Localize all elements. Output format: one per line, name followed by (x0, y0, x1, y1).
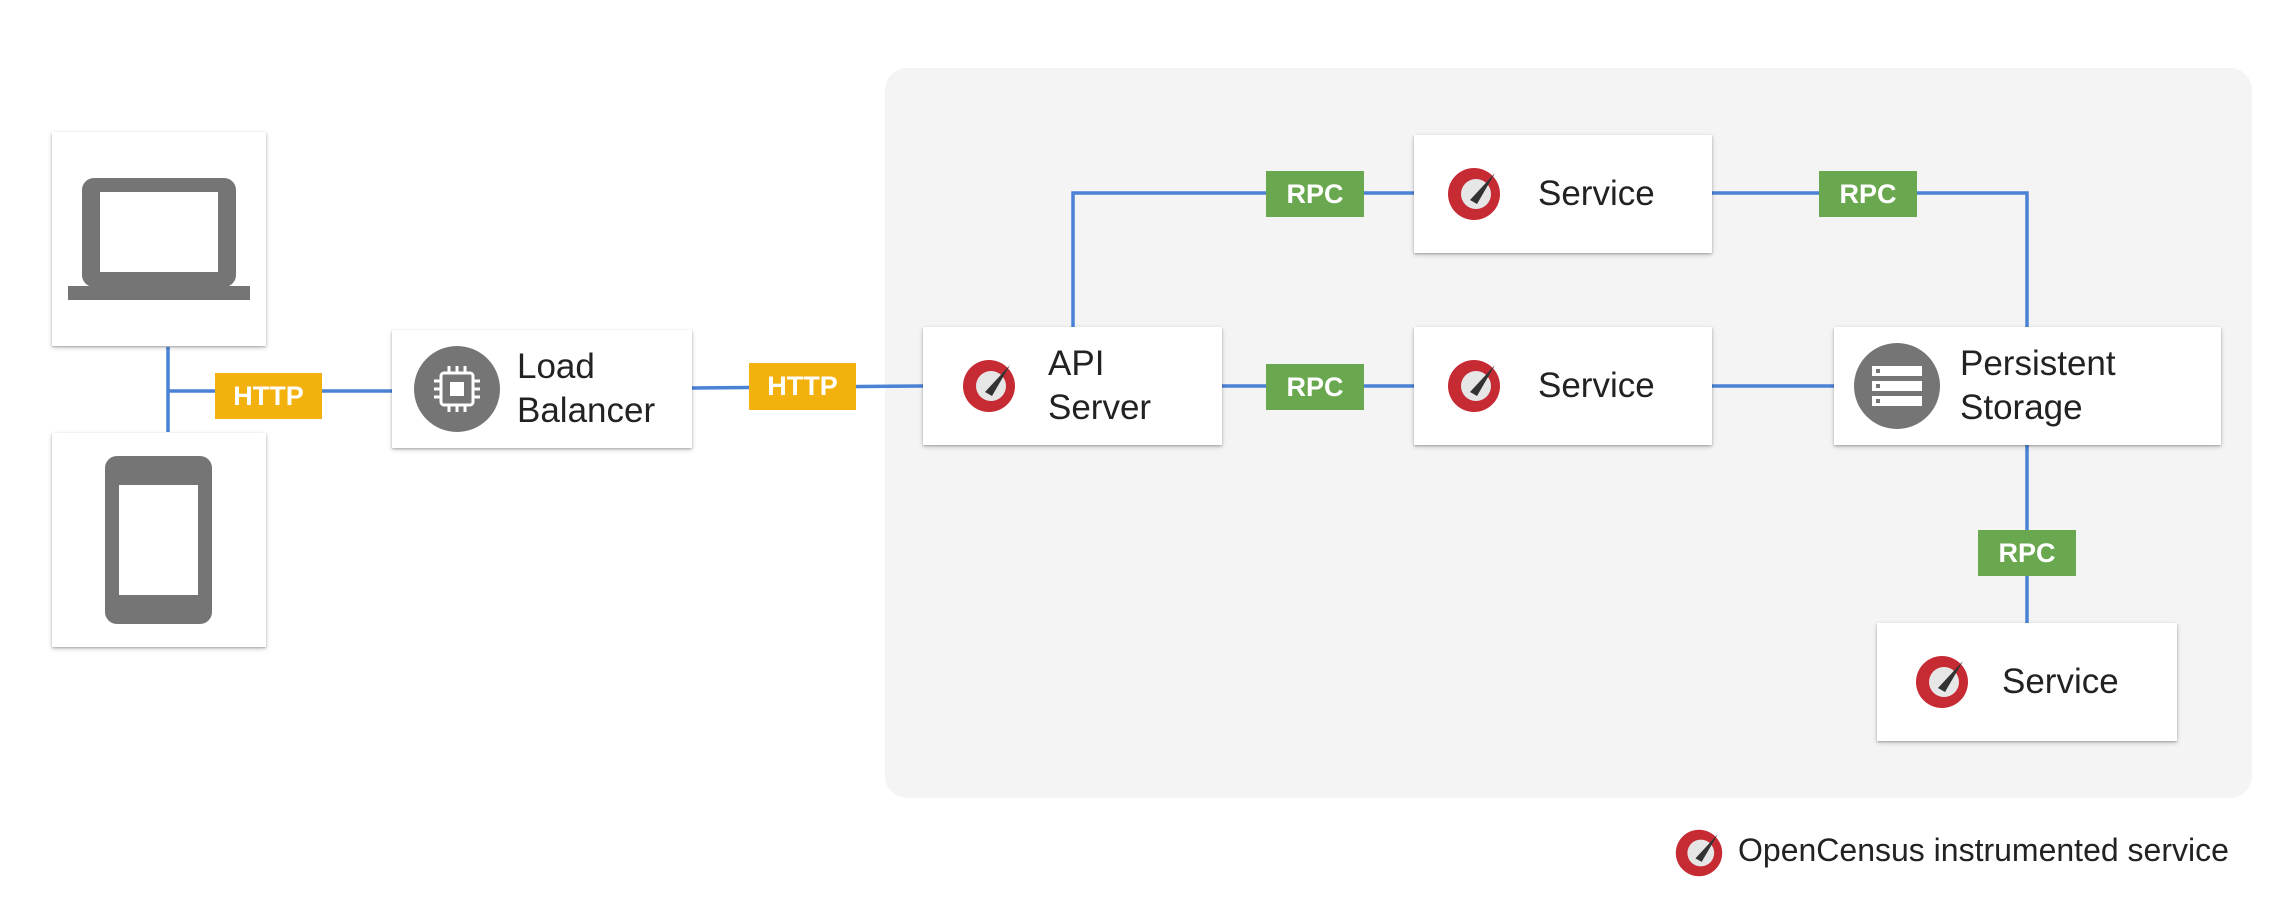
api-server-label: API Server (1048, 344, 1152, 427)
laptop-client (52, 132, 266, 346)
persistent-storage-node: Persistent Storage (1834, 327, 2221, 445)
tablet-icon (105, 456, 212, 624)
opencensus-icon (1675, 829, 1723, 877)
rpc-badge-bottom: RPC (1978, 530, 2076, 576)
service-bottom-label: Service (2002, 662, 2119, 701)
service-mid-node: Service (1414, 327, 1712, 445)
tablet-client (52, 433, 266, 647)
rpc-badge-mid: RPC (1266, 364, 1364, 410)
service-top-label: Service (1538, 174, 1655, 213)
http-badge-clients: HTTP (215, 373, 322, 419)
line-service-top-storage (1712, 191, 2029, 327)
opencensus-icon (1448, 360, 1500, 412)
service-bottom-node: Service (1877, 623, 2177, 741)
rpc-badge-top-right: RPC (1819, 171, 1917, 217)
legend-text: OpenCensus instrumented service (1738, 832, 2229, 868)
service-mid-label: Service (1538, 366, 1655, 405)
load-balancer-node: Load Balancer (392, 330, 692, 448)
api-server-node: API Server (923, 327, 1222, 445)
rpc-badge-top-left: RPC (1266, 171, 1364, 217)
opencensus-icon (1448, 168, 1500, 220)
opencensus-icon (1916, 656, 1968, 708)
persistent-storage-label: Persistent Storage (1960, 344, 2116, 427)
service-top-node: Service (1414, 135, 1712, 253)
load-balancer-label: Load Balancer (517, 347, 656, 430)
laptop-icon (68, 178, 250, 300)
chip-icon (414, 346, 500, 432)
http-badge-load-balancer: HTTP (749, 363, 856, 410)
opencensus-icon (963, 360, 1015, 412)
storage-icon (1854, 343, 1940, 429)
